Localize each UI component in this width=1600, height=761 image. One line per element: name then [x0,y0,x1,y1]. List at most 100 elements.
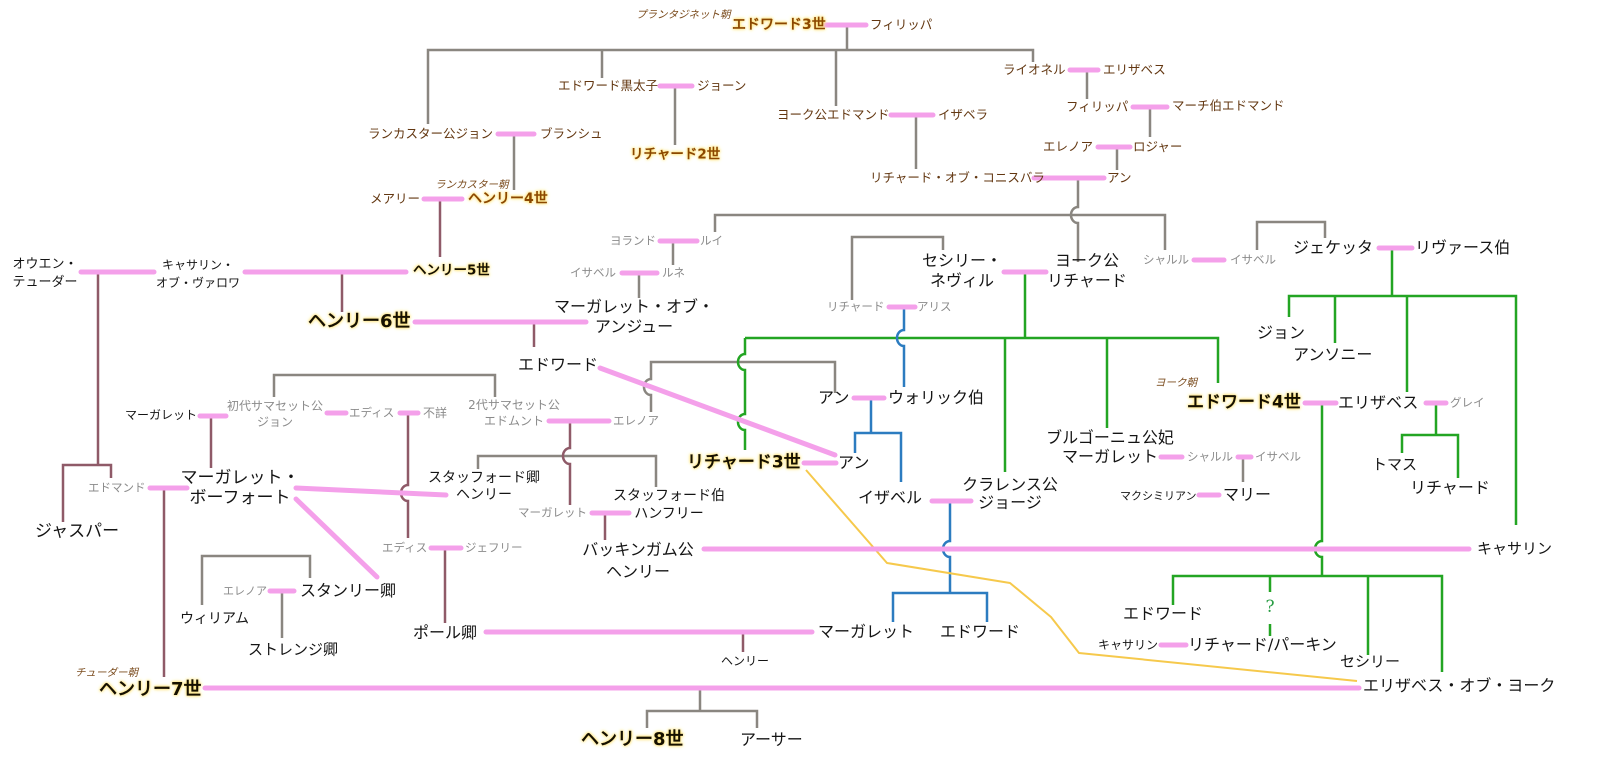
person-henry8: ヘンリー8世 [581,729,684,750]
person-margaret-pole: マーガレット [818,622,915,641]
person-henry-buckingham: バッキンガム公 ヘンリー [582,539,694,583]
person-edward4: エドワード4世 [1187,392,1301,413]
person-henry-stafford: スタッフォード卿 ヘンリー [428,470,540,504]
name-line: アンジュー [594,317,674,336]
person-richard-salisbury: リチャード [827,299,885,314]
descent-line-edith [399,415,410,538]
person-edith-1: エディス [349,405,395,420]
person-geoffrey: ジェフリー [465,540,523,555]
person-alice: アリス [917,299,952,314]
person-grey: グレイ [1450,395,1485,410]
person-rivers: リヴァース伯 [1415,238,1511,257]
person-margaret-beaufort: マーガレット・ ボーフォート [181,468,300,508]
person-eleanor-beauchamp: エレノア [613,413,659,428]
person-henry7: ヘンリー7世 [99,679,202,700]
person-edward-warwick: エドワード [940,622,1021,641]
descent-line-warwick [853,400,903,482]
descent-line-elizabeth-grey [1400,405,1460,478]
name-line: ヘンリー [456,487,512,503]
person-henry6: ヘンリー6世 [308,311,411,332]
name-line: オウエン・ [12,257,78,272]
person-margaret-beauchamp: マーガレット [125,408,198,422]
person-catherine-valois: キャサリン・ オブ・ヴァロワ [156,256,240,292]
person-william-stanley: ウィリアム [180,611,250,627]
name-line: ブルゴーニュ公妃 [1046,428,1174,447]
person-isabel-lorraine: イサベル [570,265,616,280]
name-line: 初代サマセット公 [226,399,324,413]
person-richard3: リチャード3世 [687,452,801,473]
dynasty-label-tudor: チューダー朝 [75,666,138,679]
person-henry4: ヘンリー4世 [468,191,548,207]
person-john-woodville: ジョン [1257,323,1306,342]
name-line: ハンフリー [634,506,704,522]
person-mary-bohun: メアリー [370,190,421,206]
person-unknown-parent: 不詳 [423,406,448,420]
marriage-line-beaufort-stanley [293,496,380,580]
name-line: ボーフォート [189,488,291,508]
person-yolande: ヨランド [610,233,656,248]
descent-line-henry7 [645,690,759,728]
descent-line-jacquetta [1287,250,1518,525]
person-isabel-neville: イザベル [858,488,923,507]
person-henry-pole: ヘンリー [721,654,770,668]
person-thomas-stanley: スタンリー卿 [300,581,397,600]
person-edward3: エドワード3世 [732,17,826,33]
person-charles-bold: シャルル [1187,449,1233,464]
name-line: ネヴィル [929,271,995,290]
person-cecily-york: セシリー [1340,652,1401,671]
kinship-bracket-somerset [272,373,497,397]
person-isabel-bourbon: イサベル [1255,449,1301,464]
person-richard-york: ヨーク公 リチャード [1047,251,1127,291]
kinship-bracket-beauchamp [642,360,837,412]
name-line: リチャード [1047,271,1127,290]
person-charles-upper: シャルル [1143,252,1189,267]
person-anne-beauchamp: アン [818,388,850,407]
kinship-bracket-isabel-jacquetta [1255,220,1327,250]
person-richard-perkin: リチャード/パーキン [1188,635,1337,654]
person-owen-tudor: オウエン・ テューダー [12,256,77,292]
descent-line-owen-tudor [61,274,113,522]
kinship-bracket-stanley [200,554,312,605]
person-eleanor-holland: エレノア [1043,138,1094,154]
person-edmund-tudor: エドマンド [88,480,146,495]
person-maximilian: マクシミリアン [1120,489,1197,503]
person-mary-burgundy: マリー [1223,485,1272,504]
person-thomas-grey: トマス [1372,455,1418,474]
name-line: クラレンス公 [962,475,1058,494]
dynasty-label-plantagenet: プランタジネット朝 [636,8,731,21]
person-elizabeth-woodville: エリザベス [1338,393,1419,412]
person-jasper: ジャスパー [35,521,120,542]
name-line: スタッフォード伯 [613,488,725,504]
person-anthony-woodville: アンソニー [1293,345,1373,364]
person-isabel-upper: イサベル [1230,252,1276,267]
person-george-strange: ストレンジ卿 [248,640,339,659]
person-philippa-hainault: フィリッパ [870,16,933,32]
kinship-bracket-neville [850,235,945,300]
name-line: キャサリン・ [161,258,235,272]
person-isabella-castile: イザベラ [938,106,989,122]
kinship-bracket-louis-charles [713,213,1167,250]
person-george-clarence: クラレンス公 ジョージ [962,476,1058,512]
person-philippa-clarence: フィリッパ [1066,98,1129,114]
descent-line-edmund-somerset [561,423,572,505]
descent-line-richard-york [745,274,1220,472]
descent-line-richard3-branch [736,338,747,450]
name-line: ヘンリー [605,562,670,581]
descent-line-clarence [891,503,989,622]
person-john-somerset: 初代サマセット公 ジョン [227,398,323,430]
descent-line-edward3 [426,27,1035,124]
person-edward5: エドワード [1123,604,1204,623]
kinship-bracket-stafford [476,454,658,487]
person-lionel: ライオネル [1003,61,1066,77]
person-joan: ジョーン [697,77,747,93]
person-roger-mortimer: ロジャー [1133,138,1183,154]
person-warwick: ウォリック伯 [888,388,985,407]
person-elizabeth-burgh: エリザベス [1103,61,1166,77]
person-black-prince: エドワード黒太子 [558,77,659,93]
name-line: バッキンガム公 [582,540,694,559]
name-line: オブ・ヴァロワ [155,276,241,290]
person-anne-neville: アン [838,453,870,472]
name-line: マーガレット・ [180,468,300,488]
